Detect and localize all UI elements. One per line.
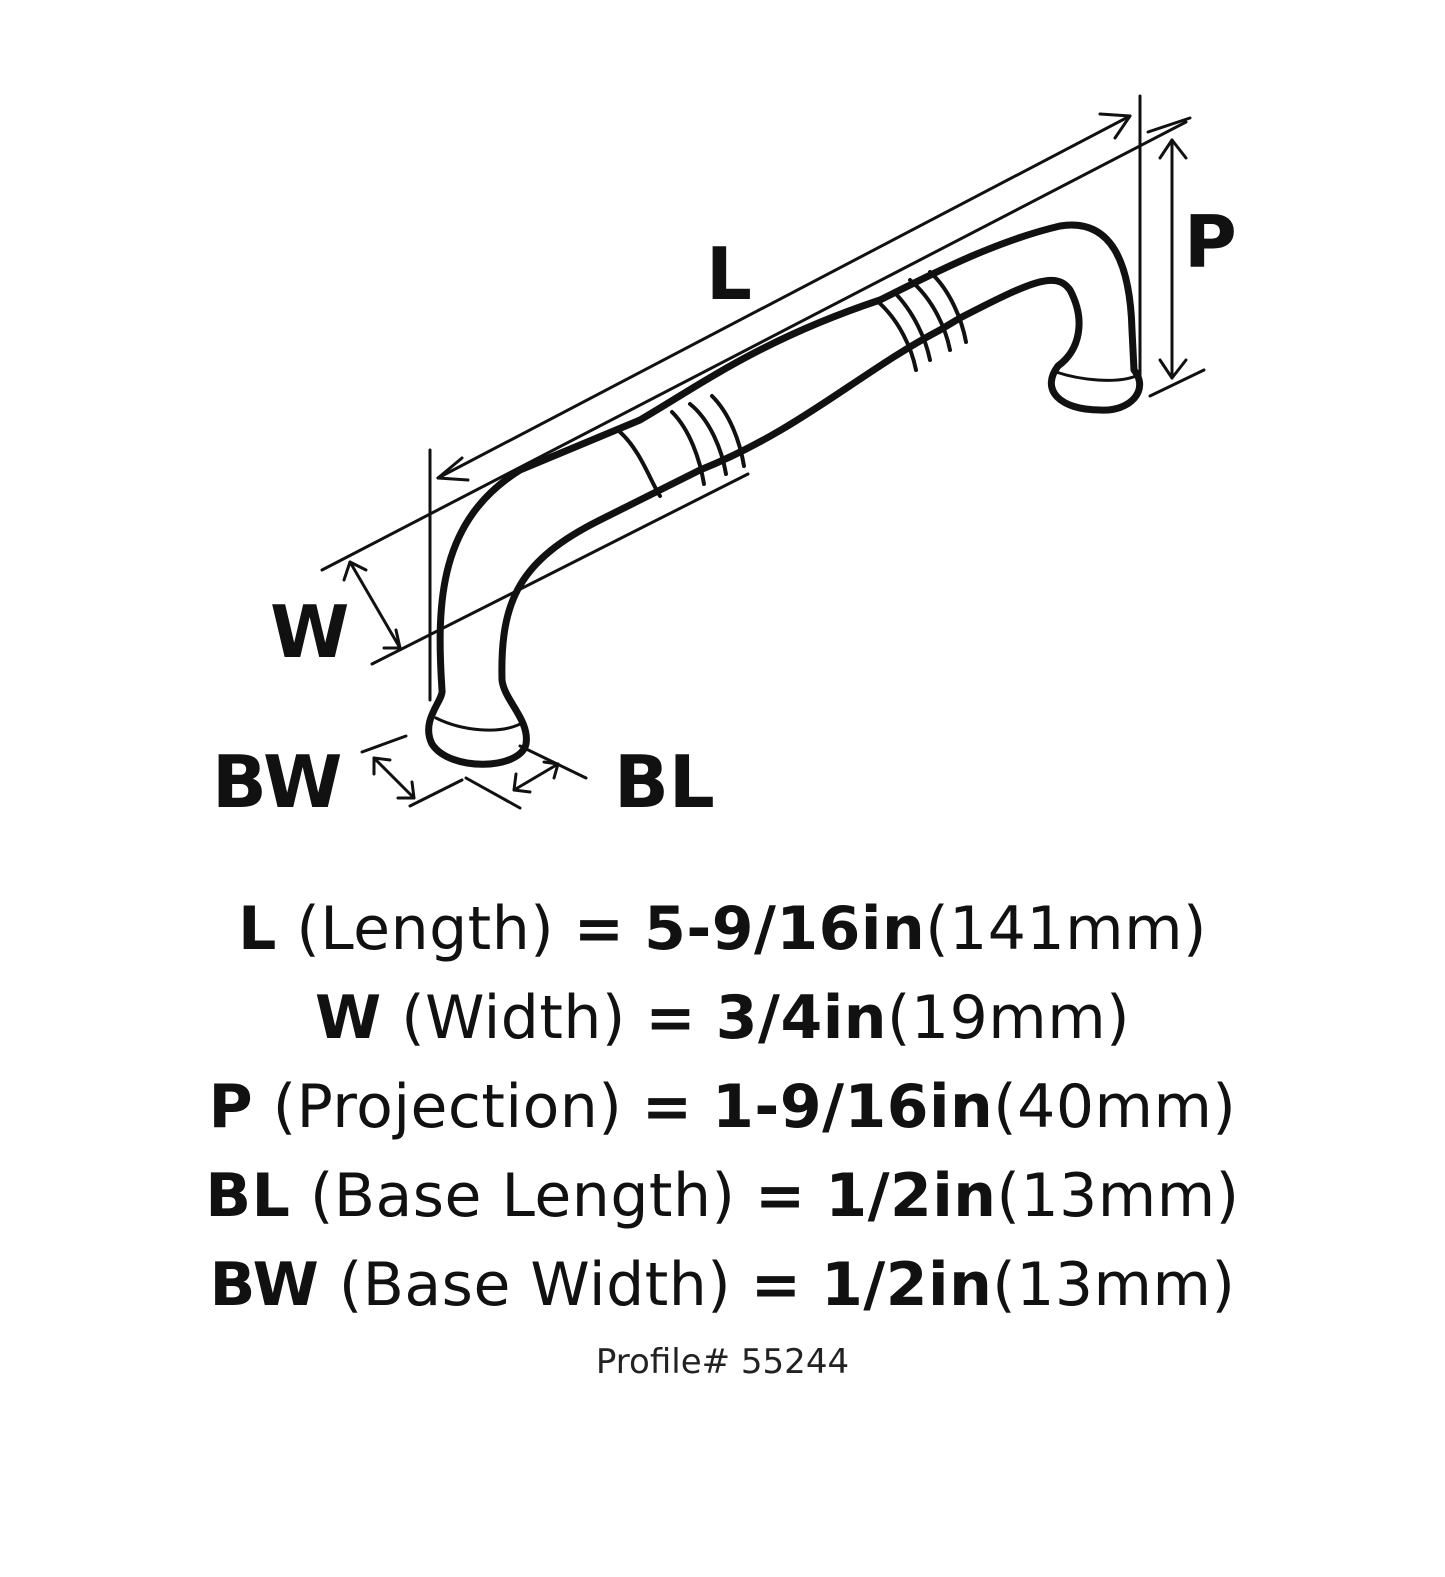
- spec-equals: =: [573, 894, 625, 964]
- spec-width: W (Width) = 3/4in(19mm): [0, 974, 1445, 1063]
- spec-base-length: BL (Base Length) = 1/2in(13mm): [0, 1152, 1445, 1241]
- spec-key: L: [238, 894, 277, 964]
- spec-equals: =: [754, 1161, 806, 1231]
- spec-metric: (19mm): [886, 983, 1131, 1053]
- spec-length: L (Length) = 5-9/16in(141mm): [0, 885, 1445, 974]
- spec-equals: =: [645, 983, 697, 1053]
- spec-key: BW: [209, 1250, 320, 1320]
- profile-number: Profile# 55244: [595, 1342, 850, 1382]
- label-base-length: BL: [614, 740, 715, 824]
- spec-imperial: 3/4in: [715, 983, 887, 1053]
- spec-key: BL: [205, 1161, 291, 1231]
- spec-imperial: 5-9/16in: [644, 894, 926, 964]
- spec-key: W: [314, 983, 382, 1053]
- pull-handle-diagram: L P W BW BL: [212, 94, 1237, 824]
- handle-drawing-icon: [320, 94, 1206, 810]
- spec-name: (Base Width): [338, 1250, 732, 1320]
- label-projection: P: [1184, 200, 1237, 284]
- spec-metric: (141mm): [925, 894, 1207, 964]
- label-length: L: [706, 232, 752, 316]
- spec-equals: =: [750, 1250, 802, 1320]
- spec-metric: (13mm): [996, 1161, 1240, 1231]
- spec-metric: (13mm): [992, 1250, 1236, 1320]
- spec-base-width: BW (Base Width) = 1/2in(13mm): [0, 1241, 1445, 1330]
- spec-key: P: [208, 1072, 254, 1142]
- spec-metric: (40mm): [993, 1072, 1237, 1142]
- spec-projection: P (Projection) = 1-9/16in(40mm): [0, 1063, 1445, 1152]
- label-base-width: BW: [212, 740, 343, 824]
- spec-equals: =: [641, 1072, 693, 1142]
- spec-name: (Projection): [272, 1072, 623, 1142]
- spec-name: (Base Length): [309, 1161, 736, 1231]
- spec-imperial: 1/2in: [821, 1250, 993, 1320]
- spec-name: (Width): [401, 983, 626, 1053]
- spec-imperial: 1-9/16in: [712, 1072, 994, 1142]
- spec-imperial: 1/2in: [825, 1161, 997, 1231]
- label-width: W: [270, 590, 350, 674]
- dimension-specs: L (Length) = 5-9/16in(141mm) W (Width) =…: [0, 885, 1445, 1330]
- spec-name: (Length): [296, 894, 555, 964]
